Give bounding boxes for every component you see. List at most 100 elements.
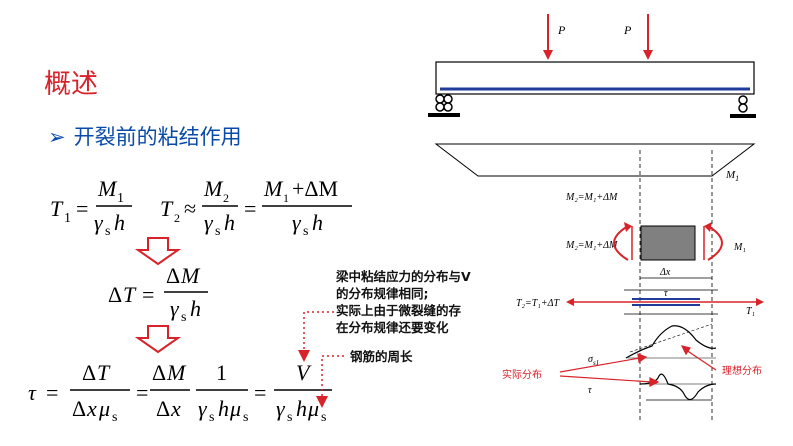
svg-text:s: s: [321, 410, 326, 425]
svg-text:+ΔM: +ΔM: [292, 176, 338, 201]
t1-label: T₁: [746, 306, 755, 317]
svg-text:s: s: [105, 224, 110, 239]
svg-text:γ: γ: [198, 396, 208, 421]
moment-arrow-icon: [613, 225, 723, 261]
svg-text:h: h: [218, 396, 229, 421]
note-line: 在分布规律还要变化: [336, 320, 449, 335]
svg-text:=: =: [244, 196, 256, 221]
force-arrow-icon: [566, 298, 574, 306]
svg-text:T: T: [160, 196, 174, 221]
svg-text:s: s: [243, 410, 248, 425]
svg-text:Δ: Δ: [156, 396, 170, 421]
tau-lower-label: τ: [588, 385, 592, 396]
svg-text:h: h: [312, 210, 323, 235]
perimeter-note: 钢筋的周长: [350, 349, 413, 364]
svg-text:T: T: [50, 196, 64, 221]
svg-text:h: h: [296, 396, 307, 421]
svg-text:=: =: [142, 282, 154, 307]
svg-text:2: 2: [223, 191, 229, 205]
svg-text:μ: μ: [98, 396, 110, 421]
svg-text:≈: ≈: [184, 196, 196, 221]
load-label: P: [623, 23, 632, 37]
bond-stress-curve: [639, 373, 717, 401]
svg-text:Δ: Δ: [152, 360, 166, 385]
dx-label: Δx: [659, 267, 671, 278]
svg-text:M: M: [166, 360, 187, 385]
svg-text:T: T: [97, 360, 111, 385]
svg-text:1: 1: [216, 360, 227, 385]
svg-text:s: s: [181, 310, 186, 325]
svg-text:=: =: [46, 380, 58, 405]
svg-text:s: s: [287, 410, 292, 425]
svg-text:h: h: [224, 210, 235, 235]
svg-text:h: h: [190, 296, 201, 321]
note-line: 梁中粘结应力的分布与V: [336, 269, 471, 284]
svg-text:s: s: [209, 410, 214, 425]
svg-text:M: M: [97, 176, 118, 201]
svg-text:M: M: [180, 263, 201, 288]
svg-text:γ: γ: [204, 210, 214, 235]
force-arrow-icon: [756, 298, 764, 306]
bullet-arrow-icon: ➢: [48, 125, 66, 149]
pointer-arrow-icon: [298, 350, 310, 362]
svg-text:V: V: [296, 360, 312, 385]
svg-text:τ: τ: [28, 380, 37, 405]
svg-text:1: 1: [64, 211, 71, 226]
t2-label: T₂=T₁+ΔT: [516, 298, 560, 309]
moment-diagram: [434, 143, 756, 177]
note-line: 的分布规律相同;: [336, 286, 429, 301]
tau-label: τ: [664, 288, 668, 299]
svg-text:1: 1: [283, 191, 289, 205]
svg-text:γ: γ: [292, 210, 302, 235]
bond-stress-note: 梁中粘结应力的分布与V 的分布规律相同; 实际上由于微裂缝的存 在分布规律还要变…: [336, 268, 471, 336]
m2-element-label: M₂=M₁+ΔM: [565, 240, 618, 251]
m2-label: M₂=M₁+ΔM: [565, 192, 618, 203]
svg-text:2: 2: [174, 211, 180, 225]
svg-text:γ: γ: [276, 396, 286, 421]
load-label: P: [557, 23, 566, 37]
bullet-text: 开裂前的粘结作用: [73, 125, 242, 149]
moment-arrowhead-icon: [704, 222, 712, 232]
svg-text:s: s: [112, 410, 117, 425]
pointer-arrow-icon: [316, 396, 328, 408]
svg-text:Δ: Δ: [72, 396, 86, 421]
svg-text:=: =: [136, 380, 148, 405]
m1-label: M1: [725, 169, 739, 183]
svg-text:T: T: [123, 282, 137, 307]
svg-text:Δ: Δ: [166, 263, 180, 288]
roller-support-icon: [730, 95, 756, 118]
ideal-distribution-label: 理想分布: [722, 364, 762, 377]
beam-element: [640, 225, 696, 261]
svg-text:γ: γ: [94, 210, 104, 235]
pointer-line: [303, 311, 334, 352]
svg-text:=: =: [254, 380, 266, 405]
svg-text:M: M: [263, 176, 284, 201]
svg-text:μ: μ: [307, 396, 319, 421]
svg-text:s: s: [303, 224, 308, 239]
svg-text:Δ: Δ: [82, 360, 96, 385]
svg-text:1: 1: [117, 191, 124, 206]
actual-distribution-curve: [625, 325, 717, 359]
sigma-label: σs1: [588, 354, 599, 367]
slide-title: 概述: [44, 69, 98, 100]
svg-text:μ: μ: [229, 396, 241, 421]
svg-text:γ: γ: [170, 296, 180, 321]
actual-distribution-label: 实际分布: [502, 368, 542, 381]
bullet-item: ➢ 开裂前的粘结作用: [48, 121, 242, 151]
down-arrow-icon: [134, 237, 182, 266]
ideal-distribution-line: [629, 323, 713, 353]
svg-text:Δ: Δ: [108, 282, 122, 307]
m1-element-label: M₁: [733, 242, 746, 253]
svg-text:x: x: [170, 396, 181, 421]
moment-arrowhead-icon: [624, 222, 632, 232]
down-arrow-icon: [134, 325, 182, 354]
svg-text:M: M: [203, 176, 224, 201]
svg-text:s: s: [215, 224, 220, 239]
load-arrow-icon: [543, 14, 553, 60]
note-line: 实际上由于微裂缝的存: [336, 303, 462, 318]
